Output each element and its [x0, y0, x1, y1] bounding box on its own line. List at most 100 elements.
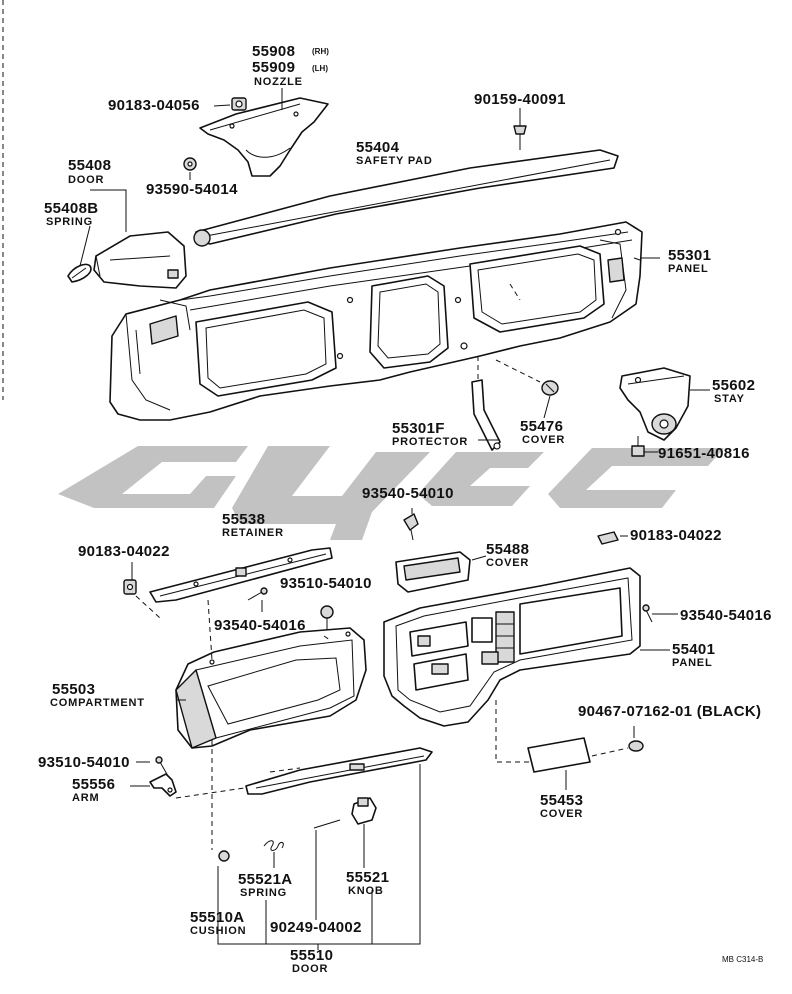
leader-lines: [79, 189, 710, 950]
label-spring-55521a: 55521A SPRING: [238, 871, 292, 899]
label-door-55510: 55510 DOOR: [290, 947, 333, 975]
door-55408-name: DOOR: [68, 174, 104, 186]
stay-55602-part: [619, 367, 691, 441]
knob-55521-part-number: 55521: [346, 869, 389, 886]
label-knob-55521: 55521 KNOB: [346, 869, 389, 897]
plug-90467-part: [628, 740, 644, 752]
compartment-55503-name: COMPARTMENT: [50, 697, 145, 709]
label-cushion-55510a: 55510A CUSHION: [190, 909, 246, 937]
spring-55408b-name: SPRING: [46, 216, 93, 228]
label-90183-04056: 90183-04056: [108, 97, 200, 114]
label-90249-04002: 90249-04002: [270, 919, 362, 936]
panel-55301-part-number: 55301: [668, 247, 711, 264]
cover-55453-name: COVER: [540, 808, 583, 820]
cover-55476-part-number: 55476: [520, 418, 563, 435]
cover-55488-name: COVER: [486, 557, 529, 569]
label-93590-54014: 93590-54014: [146, 181, 238, 198]
panel-55401-name: PANEL: [672, 657, 712, 669]
screw-93540-54016-right: [642, 604, 653, 623]
label-nozzle: 55908 (RH) 55909 (LH) NOZZLE: [252, 43, 329, 88]
knob-55521-name: KNOB: [348, 885, 384, 897]
screw-93540-54010: [403, 513, 419, 541]
nut-90183-04022-right: [597, 531, 619, 545]
panel-dashed-leaders: [477, 283, 541, 383]
door-55408-part: [93, 231, 187, 289]
retainer-55538-part-number: 55538: [222, 511, 265, 528]
protector-55301f-part-number: 55301F: [392, 420, 445, 437]
label-protector-55301f: 55301F PROTECTOR: [392, 420, 468, 448]
watermark-logo: [58, 446, 724, 540]
arm-55556-part: [149, 773, 177, 797]
label-cover-55476: 55476 COVER: [520, 418, 565, 446]
label-93540-54016-left: 93540-54016: [214, 617, 306, 634]
nut-90183-04056: [213, 97, 247, 111]
cushion-55510a-name: CUSHION: [190, 925, 246, 937]
label-93510-54010-top: 93510-54010: [280, 575, 372, 592]
cover-55488-part: [395, 551, 471, 593]
protector-55301f-part: [471, 379, 501, 451]
nozzle-name: NOZZLE: [254, 76, 303, 88]
screw-90159-40091: [513, 108, 527, 150]
label-90183-04022-right: 90183-04022: [630, 527, 722, 544]
label-stay-55602: 55602 STAY: [712, 377, 755, 405]
cover-55488-part-number: 55488: [486, 541, 529, 558]
safety-pad-name: SAFETY PAD: [356, 155, 433, 167]
retainer-55538-name: RETAINER: [222, 527, 284, 539]
panel-55401-part: [383, 567, 641, 727]
cushion-55510a-part: [218, 850, 230, 862]
nozzle-part: [199, 88, 329, 177]
spring-55521a-name: SPRING: [240, 887, 287, 899]
stay-55602-name: STAY: [714, 393, 745, 405]
label-93540-54016-right: 93540-54016: [680, 607, 772, 624]
knob-55521-part: [351, 797, 377, 825]
door-55510-name: DOOR: [292, 963, 328, 975]
nozzle-rh-tag: (RH): [312, 47, 329, 56]
safety-pad-part-number: 55404: [356, 139, 400, 156]
label-90467-07162-01: 90467-07162-01 (BLACK): [578, 703, 761, 720]
compartment-55503-part-number: 55503: [52, 681, 95, 698]
label-93510-54010-left: 93510-54010: [38, 754, 130, 771]
label-90159-40091: 90159-40091: [474, 91, 566, 108]
instrument-panel-part: [109, 221, 643, 421]
figure-code: MB C314-B: [722, 955, 763, 964]
door-55510-part: [245, 747, 433, 795]
door-55408-part-number: 55408: [68, 157, 111, 174]
cover-55453-part-number: 55453: [540, 792, 583, 809]
nozzle-lh-part-number: 55909: [252, 59, 295, 76]
label-cover-55488: 55488 COVER: [486, 541, 529, 569]
label-90183-04022-left: 90183-04022: [78, 543, 170, 560]
label-cover-55453: 55453 COVER: [540, 792, 583, 820]
arm-55556-part-number: 55556: [72, 776, 115, 793]
panel-55401-part-number: 55401: [672, 641, 715, 658]
label-93540-54010: 93540-54010: [362, 485, 454, 502]
door-55510-part-number: 55510: [290, 947, 333, 964]
retainer-55538-part: [149, 547, 333, 603]
spring-55521a-part-number: 55521A: [238, 871, 292, 888]
cushion-55510a-part-number: 55510A: [190, 909, 244, 926]
label-panel-55301: 55301 PANEL: [668, 247, 711, 275]
cover-55453-part: [527, 737, 591, 773]
bolt-91651-40816: [631, 436, 645, 457]
screw-93540-54016-left: [247, 587, 268, 601]
cover-55476-name: COVER: [522, 434, 565, 446]
spring-55408b-part: [67, 263, 92, 283]
compartment-55503-part: [175, 627, 367, 749]
arm-55556-name: ARM: [72, 792, 99, 804]
clip-93590-54014: [183, 157, 197, 180]
label-panel-55401: 55401 PANEL: [672, 641, 715, 669]
panel-55301-name: PANEL: [668, 263, 708, 275]
nozzle-lh-tag: (LH): [312, 64, 328, 73]
label-spring-55408b: 55408B SPRING: [44, 200, 98, 228]
stay-55602-part-number: 55602: [712, 377, 755, 394]
protector-55301f-name: PROTECTOR: [392, 436, 468, 448]
spring-55521a-part: [263, 840, 284, 851]
label-door-55408: 55408 DOOR: [68, 157, 111, 186]
label-compartment-55503: 55503 COMPARTMENT: [50, 681, 145, 709]
label-retainer-55538: 55538 RETAINER: [222, 511, 284, 539]
label-safety-pad: 55404 SAFETY PAD: [356, 139, 433, 167]
screw-93510-54010-top: [320, 605, 334, 634]
nozzle-rh-part-number: 55908: [252, 43, 295, 60]
pin-90249-part: [313, 819, 341, 829]
